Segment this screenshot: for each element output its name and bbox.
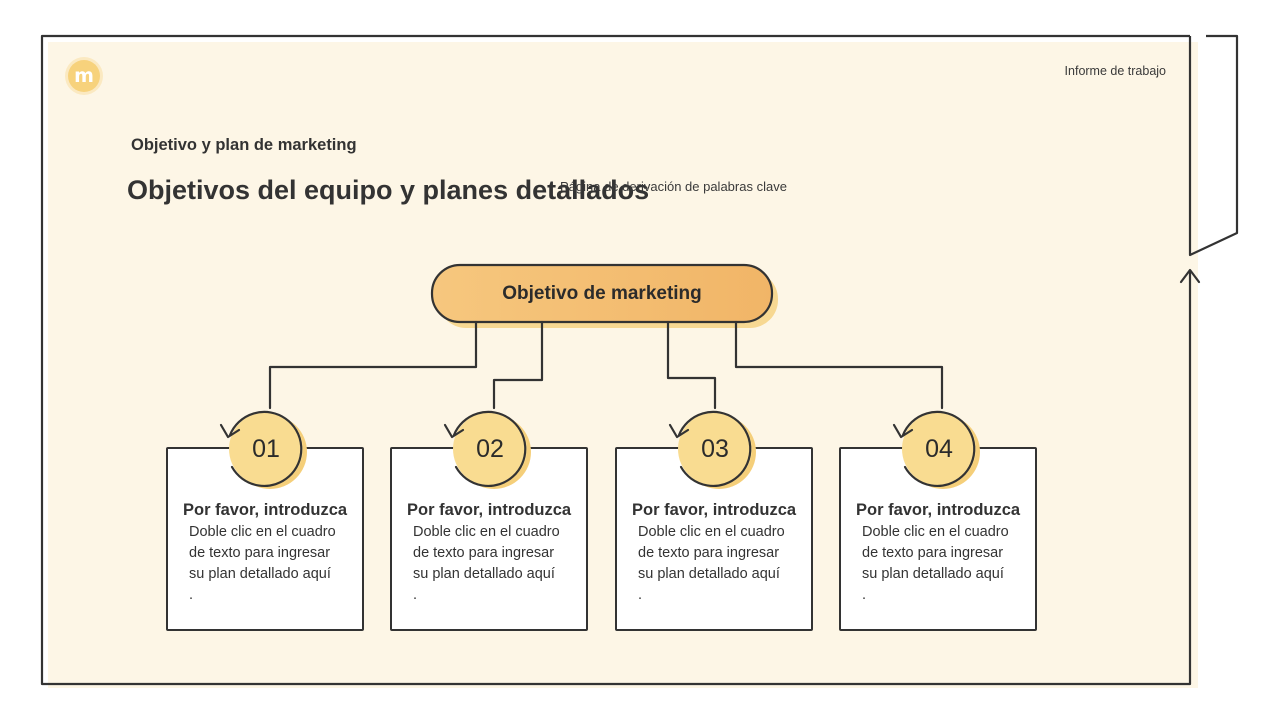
card-body-line: . xyxy=(862,587,867,603)
card-body[interactable]: Doble clic en el cuadro de texto para ing… xyxy=(862,522,1027,606)
card-body-line: de texto para ingresar xyxy=(638,545,780,561)
report-label: Informe de trabajo xyxy=(1064,64,1166,78)
badge-graphic-03 xyxy=(668,410,756,489)
connector-04 xyxy=(734,320,944,410)
connector-02 xyxy=(492,320,544,410)
badge-graphic-02 xyxy=(443,410,531,489)
card-body-line: de texto para ingresar xyxy=(862,545,1004,561)
card-body-line: . xyxy=(413,587,418,603)
card-body-line: de texto para ingresar xyxy=(413,545,555,561)
card-body-line: . xyxy=(189,587,194,603)
card-body-line: su plan detallado aquí xyxy=(862,566,1004,582)
card-body[interactable]: Doble clic en el cuadro de texto para ing… xyxy=(413,522,578,606)
badge-graphic-01 xyxy=(219,410,307,489)
card-title: Por favor, introduzca xyxy=(632,501,797,519)
card-body-line: Doble clic en el cuadro xyxy=(638,524,785,540)
card-body[interactable]: Doble clic en el cuadro de texto para ing… xyxy=(638,522,803,606)
card-body-line: su plan detallado aquí xyxy=(189,566,331,582)
card-title: Por favor, introduzca xyxy=(407,501,572,519)
card-body-line: Doble clic en el cuadro xyxy=(413,524,560,540)
badge-number: 01 xyxy=(252,434,280,463)
card-body-line: su plan detallado aquí xyxy=(638,566,780,582)
card-body-line: de texto para ingresar xyxy=(189,545,331,561)
connector-01 xyxy=(268,320,478,410)
card-title: Por favor, introduzca xyxy=(856,501,1021,519)
brand-logo: m xyxy=(68,60,100,92)
frame-arrow-head xyxy=(1179,268,1201,284)
frame-flag xyxy=(1188,34,1239,257)
logo-letter: m xyxy=(74,65,94,87)
badge-graphic-04 xyxy=(892,410,980,489)
badge-number: 03 xyxy=(701,434,729,463)
slide-title: Objetivos del equipo y planes detallados xyxy=(127,175,650,205)
root-node-label[interactable]: Objetivo de marketing xyxy=(502,283,702,304)
card-body-line: Doble clic en el cuadro xyxy=(189,524,336,540)
card-title: Por favor, introduzca xyxy=(183,501,348,519)
badge-number: 02 xyxy=(476,434,504,463)
card-body[interactable]: Doble clic en el cuadro de texto para ing… xyxy=(189,522,354,606)
root-node-pill xyxy=(430,263,774,324)
connectors xyxy=(268,320,944,410)
card-body-line: . xyxy=(638,587,643,603)
card-body-line: su plan detallado aquí xyxy=(413,566,555,582)
slide-subtitle: Página de derivación de palabras clave xyxy=(560,179,787,194)
card-body-line: Doble clic en el cuadro xyxy=(862,524,1009,540)
frame-border xyxy=(40,34,1192,686)
connector-03 xyxy=(666,320,717,410)
badge-number: 04 xyxy=(925,434,953,463)
section-label: Objetivo y plan de marketing xyxy=(131,136,357,154)
